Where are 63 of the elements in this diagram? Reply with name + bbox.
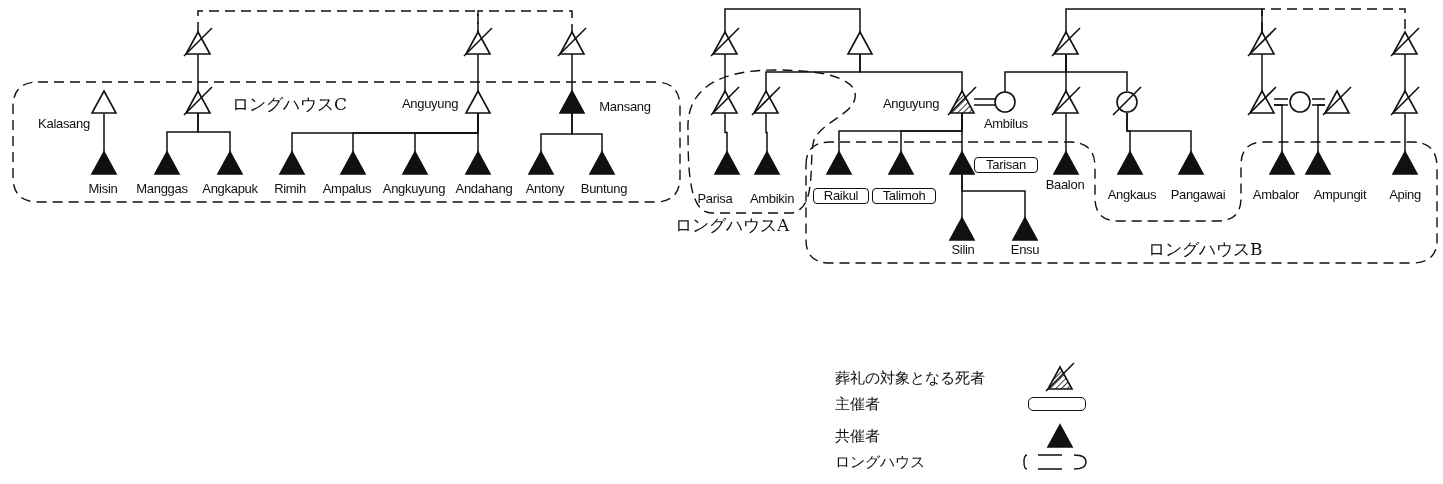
descent-line [1126,112,1192,153]
descent-line [103,112,105,153]
legend-text: 主催者 [835,395,880,413]
legend-text: 共催者 [835,427,880,445]
person-name: Mansang [598,99,652,115]
person-name: Ambilus [982,116,1030,132]
person-name: Angkaus [1106,187,1158,203]
marriage-sign [973,98,996,106]
sibling-line [724,8,861,33]
descent-line [1065,112,1067,153]
sibling-line [1261,8,1406,33]
person-name: Manggas [135,181,189,197]
descent-line [1261,53,1263,92]
person-name: Anguyung [400,96,460,112]
descent-line [1317,104,1326,153]
descent-line [724,112,728,153]
person-name: Misin [87,181,119,197]
sibling-line [1065,8,1263,33]
person-name: Angkapuk [201,181,259,197]
longhouse-label: ロングハウスA [675,215,790,235]
person-name: Andahang [454,181,514,197]
descent-line [477,53,479,92]
person-name: Ampungit [1312,187,1368,203]
longhouse-label: ロングハウスB [1148,239,1263,259]
descent-line [477,112,479,153]
person-name: Silin [950,242,976,258]
descent-line [197,112,231,153]
person-name: Parisa [696,191,734,207]
person-name: Anguyung [881,96,941,112]
descent-line [961,173,1026,219]
longhouse-label: ロングハウスC [232,94,347,114]
legend-text: ロングハウス [835,453,925,471]
marriage-sign [1273,98,1289,106]
legend-text: 葬礼の対象となる死者 [835,369,985,387]
marriage-sign [1311,98,1326,106]
descent-line [765,112,768,153]
name-tag: Talimoh [872,188,936,204]
name-tag: Raikul [812,188,870,204]
person-name: Kalasang [37,116,91,132]
descent-line [571,53,573,92]
sibling-line [477,10,573,33]
descent-line [1273,104,1283,153]
descent-line [961,112,963,153]
person-name: Rimih [273,181,307,197]
person-name: Ambalor [1251,187,1301,203]
descent-line [1404,53,1406,92]
person-name: Ambikin [748,191,796,207]
person-name: Buntung [579,181,629,197]
descent-line [571,112,603,153]
person-name: Angkuyung [381,181,447,197]
descent-line [197,53,199,92]
person-name: Ensu [1009,242,1041,258]
sibling-line [197,10,479,33]
person-name: Pangawai [1169,187,1227,203]
descent-line [724,53,726,92]
descent-line [1404,112,1406,153]
descent-line [1065,53,1128,92]
name-tag: Tarisan [974,157,1038,173]
person-name: Baalon [1044,177,1086,193]
person-name: Aping [1388,187,1422,203]
person-name: Ampalus [321,181,373,197]
descent-line [859,53,963,92]
person-name: Antony [524,181,566,197]
